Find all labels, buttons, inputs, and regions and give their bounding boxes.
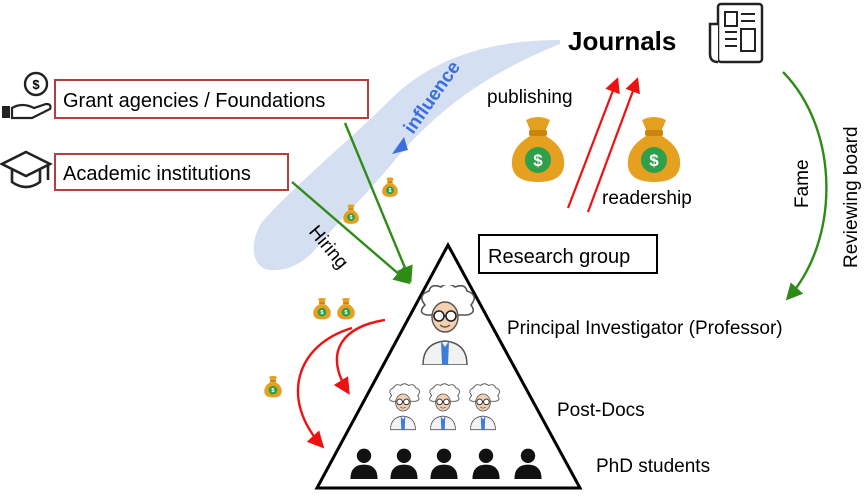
academic-label: Academic institutions [63,163,251,185]
readership-label: readership [602,188,692,209]
research-group-pyramid [314,241,583,490]
readership-arrow [586,77,640,213]
influence-band [253,40,561,271]
money-bag-icon [264,375,282,398]
money-bag-icon [313,297,331,320]
money-bag-icon [382,177,398,197]
hiring-arrow [291,181,411,285]
phd-label: PhD students [596,456,710,477]
reviewing-board-label: Reviewing board [841,126,862,268]
academic-box [54,153,289,191]
research-group-box [478,234,658,274]
pi-label: Principal Investigator (Professor) [507,318,783,339]
pi-to-postdocs-arrow [333,318,386,395]
journal-icon [708,2,764,64]
pi-to-phd-arrow [296,326,353,449]
publishing-label: publishing [487,87,573,108]
publishing-arrow [566,77,620,209]
influence-arrowhead [392,137,408,154]
money-bag-icon [337,297,355,320]
grant-label: Grant agencies / Foundations [63,90,325,112]
svg-text:$: $ [32,77,40,92]
money-bag-icon [511,117,565,182]
fame-label: Fame [792,159,813,208]
grant-box [54,79,369,119]
journals-title: Journals [568,26,676,56]
grant-funding-arrow [343,122,413,284]
postdocs-label: Post-Docs [557,400,645,421]
graduation-cap-icon [0,150,53,189]
money-bag-icon [627,117,681,182]
research-group-label: Research group [488,246,630,268]
fame-arrow [782,71,828,301]
hand-coin-icon: $ [2,71,52,120]
